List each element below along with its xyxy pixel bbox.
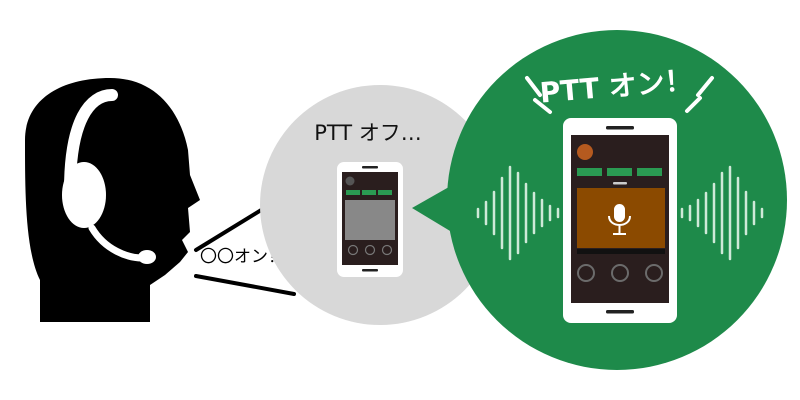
burst-lines [525, 76, 714, 114]
sound-wave-icon [476, 165, 560, 261]
ptt-off-label: PTT オフ… [314, 121, 422, 145]
sound-wave-icon [680, 165, 764, 261]
headset-person-icon [25, 78, 200, 322]
phone-small [337, 162, 403, 277]
ptt-off-bubble: PTT オフ… [260, 85, 500, 325]
microphone-icon [608, 204, 631, 235]
ptt-on-bubble: PTT オン！ [412, 30, 787, 370]
spoken-text: 〇〇オン！ [200, 247, 285, 267]
phone-large [563, 118, 677, 323]
